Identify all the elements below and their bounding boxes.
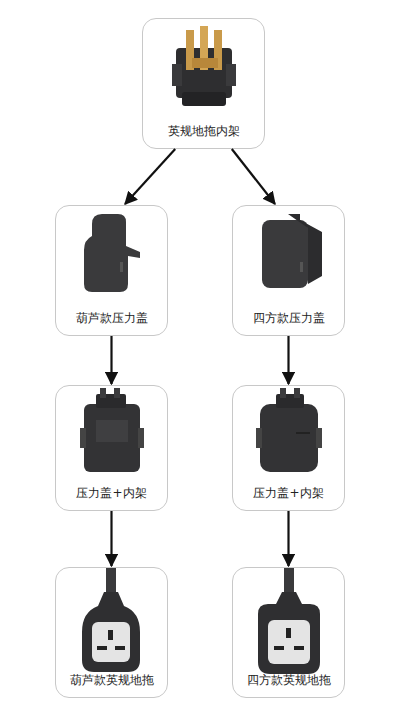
gourd-cap-illustration	[84, 214, 140, 292]
box-label: 压力盖+内架	[235, 486, 342, 501]
product-box: 压力盖+内架	[55, 385, 168, 511]
box-label: 葫芦款压力盖	[58, 311, 165, 326]
box-label: 四方款压力盖	[235, 311, 342, 326]
flow-arrow	[232, 149, 275, 204]
box-label: 英规地拖内架	[145, 124, 262, 139]
product-box: 葫芦款英规地拖	[55, 567, 168, 698]
assembled-square-illustration	[256, 388, 322, 472]
product-box: 压力盖+内架	[232, 385, 345, 511]
gourd-socket-illustration	[82, 568, 140, 672]
box-label: 压力盖+内架	[58, 486, 165, 501]
product-box: 四方款英规地拖	[232, 567, 345, 698]
flow-arrow	[287, 336, 289, 384]
flow-arrow	[110, 336, 112, 384]
box-label: 葫芦款英规地拖	[58, 673, 165, 688]
flow-arrow	[110, 511, 112, 566]
assembled-gourd-illustration	[80, 388, 144, 472]
square-cap-illustration	[262, 214, 322, 288]
box-label: 四方款英规地拖	[235, 673, 342, 688]
flow-arrow	[287, 511, 289, 566]
inner-frame-illustration	[172, 26, 236, 106]
square-socket-illustration	[258, 568, 320, 674]
product-box: 四方款压力盖	[232, 205, 345, 336]
product-box: 葫芦款压力盖	[55, 205, 168, 336]
product-box: 英规地拖内架	[142, 18, 265, 149]
flow-arrow	[125, 149, 175, 204]
